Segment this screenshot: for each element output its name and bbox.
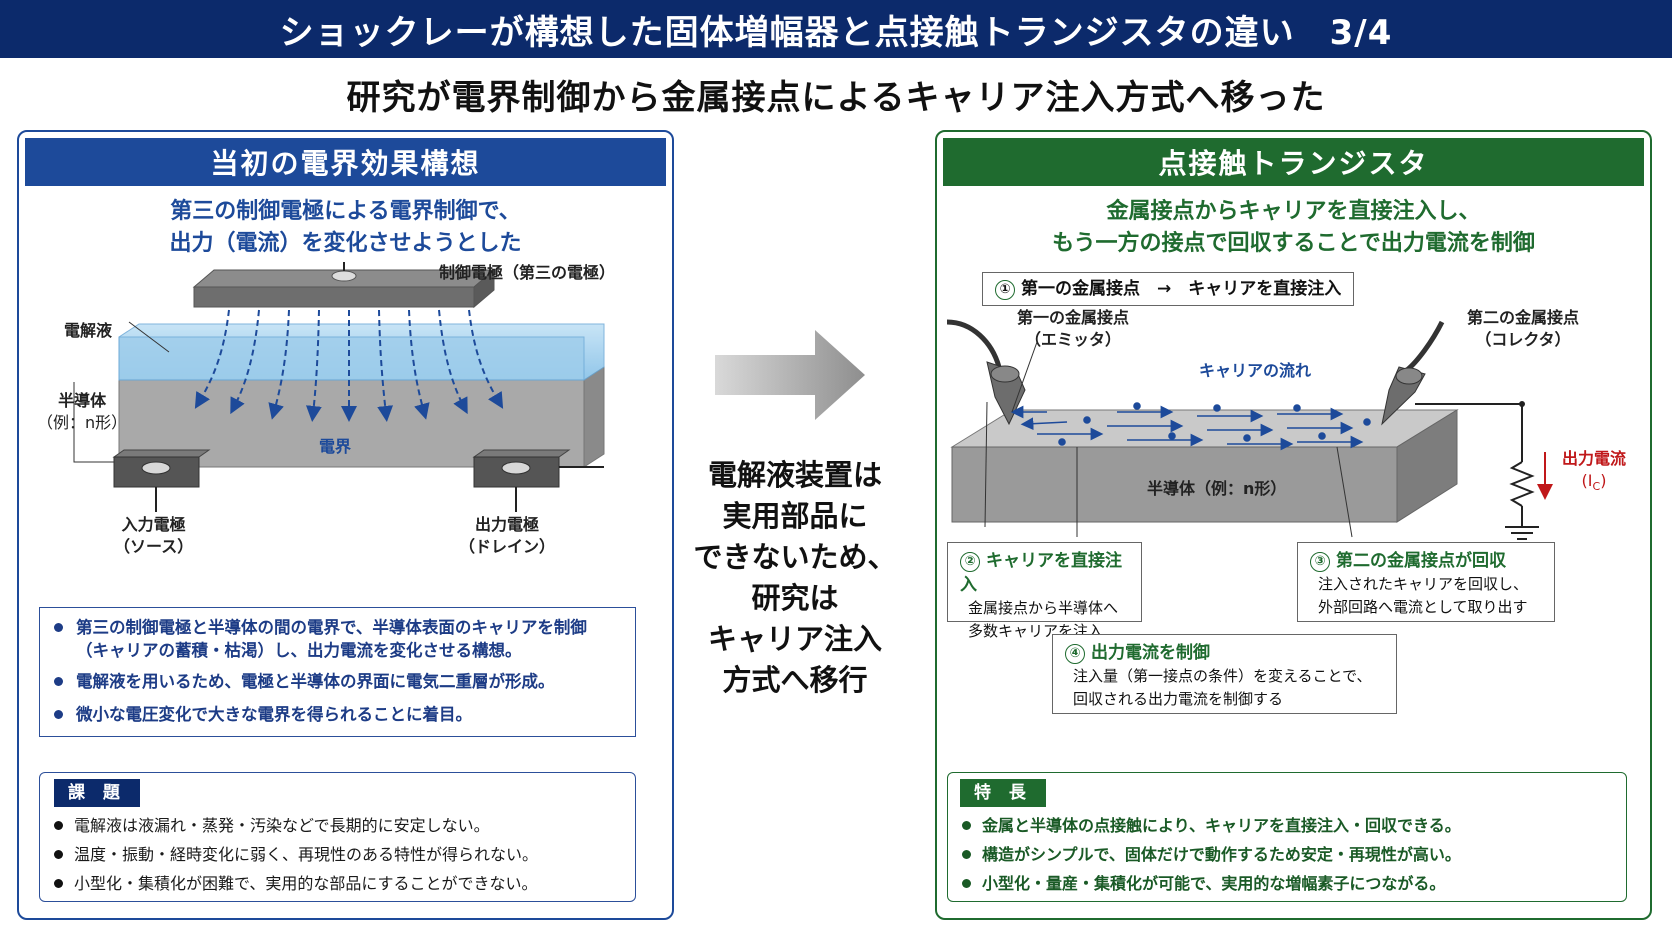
step1-box: ① 第一の金属接点 → キャリアを直接注入 — [982, 272, 1355, 306]
point-contact-diagram — [946, 319, 1553, 540]
issue-item: 小型化・集積化が困難で、実用的な部品にすることができない。 — [44, 869, 538, 898]
output-electrode-name: 出力電極 — [475, 515, 540, 534]
transition-line: キャリア注入 — [707, 622, 882, 656]
features-tag: 特 長 — [960, 779, 1046, 807]
field-effect-diagram — [73, 262, 605, 512]
collector-name: 第二の金属接点 — [1467, 308, 1580, 327]
features-box: 特 長 金属と半導体の点接触により、キャリアを直接注入・回収できる。 構造がシン… — [947, 772, 1627, 902]
right-panel: 点接触トランジスタ 金属接点からキャリアを直接注入し、 もう一方の接点で回収する… — [935, 130, 1652, 920]
step3-box: ③ 第二の金属接点が回収 注入されたキャリアを回収し、 外部回路へ電流として取り出… — [1297, 542, 1555, 622]
transition-arrow-icon — [715, 330, 865, 420]
input-electrode-name: 入力電極 — [121, 515, 186, 534]
issue-item: 温度・振動・経時変化に弱く、再現性のある特性が得られない。 — [44, 840, 538, 869]
left-bullet-1: 第三の制御電極と半導体の間の電界で、半導体表面のキャリアを制御 — [44, 616, 631, 639]
emitter-sub: （エミッタ） — [1025, 330, 1122, 349]
step4-number: ④ — [1065, 644, 1085, 664]
issues-tag: 課 題 — [54, 779, 140, 807]
page-subtitle: 研究が電界制御から金属接点によるキャリア注入方式へ移った — [346, 78, 1326, 118]
transition-line: 研究は — [751, 581, 839, 615]
transition-line: 方式へ移行 — [722, 663, 868, 697]
issues-box: 課 題 電解液は液漏れ・蒸発・汚染などで長期的に安定しない。 温度・振動・経時変… — [39, 772, 636, 902]
output-current-name: 出力電流 — [1562, 449, 1627, 468]
transition-line: 電解液装置は — [707, 458, 882, 492]
left-lead-line-1: 第三の制御電極による電界制御で、 — [170, 199, 521, 224]
electrolyte-label: 電解液 — [64, 321, 113, 340]
collector-sub: （コレクタ） — [1475, 330, 1571, 349]
step4-body-2: 回収される出力電流を制御する — [1073, 690, 1284, 708]
step2-title: キャリアを直接注入 — [960, 551, 1122, 595]
step1-text: 第一の金属接点 → キャリアを直接注入 — [1021, 279, 1342, 299]
field-label: 電界 — [319, 437, 352, 456]
step1-number: ① — [995, 280, 1015, 300]
carrier-flow-label: キャリアの流れ — [1199, 361, 1312, 380]
left-lead-line-2: 出力（電流）を変化させようとした — [169, 231, 522, 256]
output-electrode-sub: （ドレイン） — [459, 537, 556, 556]
step3-title: 第二の金属接点が回収 — [1336, 551, 1506, 571]
step3-number: ③ — [1310, 552, 1330, 572]
feature-item: 小型化・量産・集積化が可能で、実用的な増幅素子につながる。 — [952, 869, 1461, 898]
emitter-label: 第一の金属接点 （エミッタ） — [1017, 307, 1129, 351]
semiconductor-label: 半導体 （例：n形） — [37, 390, 127, 434]
collector-label: 第二の金属接点 （コレクタ） — [1467, 307, 1579, 351]
left-bullet-2: 電解液を用いるため、電極と半導体の界面に電気二重層が形成。 — [44, 670, 631, 693]
step3-body-2: 外部回路へ電流として取り出す — [1318, 598, 1528, 616]
left-panel: 当初の電界効果構想 第三の制御電極による電界制御で、 出力（電流）を変化させよう… — [17, 130, 674, 920]
left-bullet-1-cont: （キャリアの蓄積・枯渇）し、出力電流を変化させる構想。 — [76, 641, 522, 660]
left-bullet-3: 微小な電圧変化で大きな電界を得られることに着目。 — [44, 703, 631, 726]
semiconductor-example: （例：n形） — [37, 413, 128, 432]
transition-line: できないため、 — [693, 540, 897, 574]
right-lead: 金属接点からキャリアを直接注入し、 もう一方の接点で回収することで出力電流を制御 — [937, 196, 1650, 260]
step2-body-1: 金属接点から半導体へ — [968, 599, 1119, 617]
right-lead-line-1: 金属接点からキャリアを直接注入し、 — [1106, 199, 1481, 224]
issue-item: 電解液は液漏れ・蒸発・汚染などで長期的に安定しない。 — [44, 811, 538, 840]
right-panel-title: 点接触トランジスタ — [943, 138, 1644, 186]
semiconductor-n-label: 半導体（例：n形） — [1147, 479, 1287, 498]
transition-line: 実用部品に — [722, 499, 868, 533]
input-electrode-sub: （ソース） — [114, 537, 194, 556]
output-electrode-label: 出力電極 （ドレイン） — [459, 514, 555, 558]
feature-item: 構造がシンプルで、固体だけで動作するため安定・再現性が高い。 — [952, 840, 1461, 869]
semiconductor-name: 半導体 — [58, 391, 107, 410]
left-panel-title: 当初の電界効果構想 — [25, 138, 666, 186]
output-current-subscript: C — [1592, 480, 1601, 494]
feature-item: 金属と半導体の点接触により、キャリアを直接注入・回収できる。 — [952, 811, 1461, 840]
output-current-close: ) — [1600, 471, 1607, 490]
step4-box: ④ 出力電流を制御 注入量（第一接点の条件）を変えることで、 回収される出力電流を… — [1052, 634, 1397, 714]
step4-title: 出力電流を制御 — [1091, 643, 1210, 663]
step4-body-1: 注入量（第一接点の条件）を変えることで、 — [1073, 667, 1372, 685]
left-bullet-box: 第三の制御電極と半導体の間の電界で、半導体表面のキャリアを制御 （キャリアの蓄積… — [39, 607, 636, 737]
left-lead: 第三の制御電極による電界制御で、 出力（電流）を変化させようとした — [19, 196, 672, 260]
output-current-symbol: (I — [1581, 471, 1593, 490]
header-title: ショックレーが構想した固体増幅器と点接触トランジスタの違い 3/4 — [0, 0, 1672, 58]
input-electrode-label: 入力電極 （ソース） — [114, 514, 193, 558]
step3-body-1: 注入されたキャリアを回収し、 — [1318, 575, 1529, 593]
step2-number: ② — [960, 552, 980, 572]
right-lead-line-2: もう一方の接点で回収することで出力電流を制御 — [1052, 231, 1535, 256]
output-current-label: 出力電流 (IC) — [1562, 448, 1626, 498]
transition-text: 電解液装置は 実用部品に できないため、 研究は キャリア注入 方式へ移行 — [690, 455, 900, 701]
emitter-name: 第一の金属接点 — [1017, 308, 1130, 327]
gate-label: 制御電極（第三の電極） — [439, 263, 616, 282]
